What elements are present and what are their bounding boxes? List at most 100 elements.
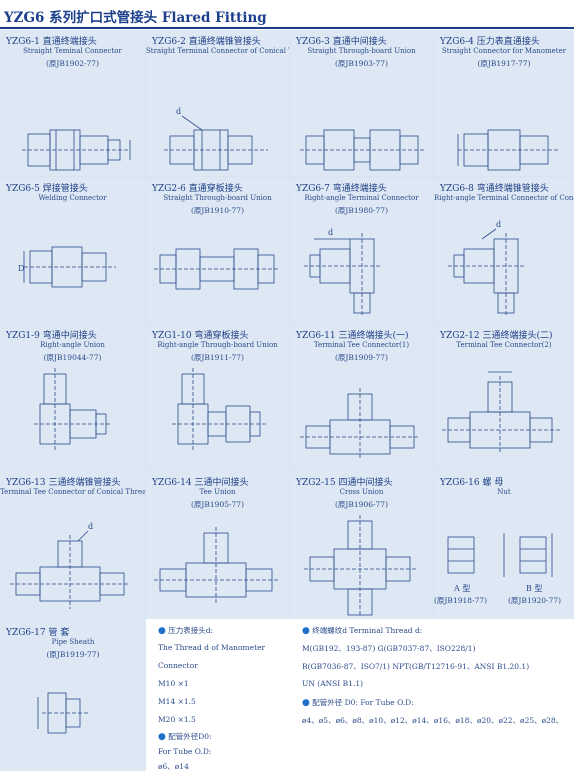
cell-yzg6-8: YZG6-8 弯通终端锥管接头 Right-angle Terminal Con… [434, 177, 574, 323]
tube-line: ø6、ø14 [158, 762, 189, 771]
cell-code: YZG6-2 直通终端锥管接头 [152, 37, 261, 47]
fitting-drawing [300, 129, 424, 171]
fitting-drawing [442, 371, 560, 454]
terminal-line: M(GB192、193-87) G(GB7037-87、ISO228/1) [302, 644, 476, 653]
manometer-thread-column: ● 压力表接头d: The Thread d of Manometer Conn… [146, 619, 290, 771]
cell-yzg2-12: YZG2-12 三通终端接头(二) Terminal Tee Connector… [434, 324, 574, 470]
cell-yzg2-6: YZG2-6 直通穿板接头 Straight Through-board Uni… [146, 177, 289, 323]
cell-english-name: Right-angle Terminal Connector [304, 194, 419, 202]
title-cn: YZG6 系列扩口式管接头 [4, 10, 158, 26]
terminal-heading: ● 终端螺纹d Terminal Thread d: [302, 626, 423, 636]
dim-d-label: d [328, 228, 333, 237]
cell-english-name: Right-angle Union [40, 341, 105, 349]
terminal-thread-column: ● 终端螺纹d Terminal Thread d: M(GB192、193-8… [290, 619, 574, 771]
fitting-drawing: D [18, 246, 116, 288]
nut-type-b-label: B 型 [526, 584, 543, 593]
cell-yzg1-10: YZG1-10 弯通穿板接头 Right-angle Through-board… [146, 324, 289, 470]
cell-yzg6-13: YZG6-13 三通终端锥管接头 Terminal Tee Connector … [0, 471, 145, 619]
tube-heading: ● 配管外径 D0: For Tube O.D: [302, 698, 414, 708]
dim-d-label: d [88, 522, 93, 531]
page-title: YZG6 系列扩口式管接头 Flared Fitting [4, 6, 267, 26]
dim-d-label: d [496, 220, 501, 229]
fitting-drawing: d [304, 228, 380, 317]
header-rule [0, 27, 574, 29]
cell-english-name: Straight Connector for Manometer [441, 47, 567, 55]
cell-english-name: Right-angle Through-board Union [157, 341, 278, 349]
cell-yzg6-16: YZG6-16 螺 母 Nut A 型 B 型 (原JB1918-77) (原J… [434, 471, 574, 619]
cell-standard: (原JB1911-77) [190, 353, 245, 362]
cell-yzg6-11: YZG6-11 三通终端接头(一) Terminal Tee Connector… [290, 324, 433, 470]
tube-heading: ● 配管外径D0: [158, 732, 212, 742]
cell-standard: (原JB19044-77) [43, 353, 102, 362]
cell-code: YZG6-4 压力表直通接头 [440, 37, 540, 47]
fitting-drawing [304, 515, 416, 617]
cell-code: YZG6-17 管 套 [6, 628, 70, 638]
bullet-icon: ● [158, 732, 166, 742]
cell-code: YZG6-8 弯通终端锥管接头 [440, 184, 549, 194]
fitting-drawing [172, 368, 266, 450]
cell-english-name: Tee Union [199, 488, 236, 496]
cell-yzg6-5: YZG6-5 焊接管接头 Welding Connector D [0, 177, 145, 323]
cell-standard: (原JB1917-77) [477, 59, 531, 68]
cell-english-name: Terminal Tee Connector of Conical Thread [0, 488, 145, 496]
manometer-line: M10 ×1 [158, 679, 189, 688]
dim-d-label: d [176, 107, 181, 116]
tube-line: ø4、ø5、ø6、ø8、ø10、ø12、ø14、ø16、ø18、ø20、ø22、… [302, 716, 564, 725]
fitting-grid: YZG6-1 直通终端接头 Straight Teminal Connector… [0, 30, 574, 619]
cell-code: YZG2-15 四通中间接头 [296, 478, 393, 488]
terminal-line: UN (ANSI B1.1) [302, 679, 364, 688]
fitting-drawing [300, 388, 420, 460]
cell-code: YZG1-10 弯通穿板接头 [152, 331, 249, 341]
cell-yzg2-15: YZG2-15 四通中间接头 Cross Union (原JB1906-77) [290, 471, 433, 619]
tube-line: For Tube O.D: [158, 747, 212, 756]
cell-yzg6-1: YZG6-1 直通终端接头 Straight Teminal Connector… [0, 30, 145, 176]
cell-code: YZG6-16 螺 母 [440, 478, 504, 488]
cell-english-name: Straight Teminal Connector [23, 47, 122, 55]
cell-english-name: Cross Union [339, 488, 384, 496]
cell-standard: (原JB1909-77) [334, 353, 389, 362]
dim-D-label: D [18, 264, 24, 273]
cell-yzg6-14: YZG6-14 三通中间接头 Tee Union (原JB1905-77) [146, 471, 289, 619]
cell-yzg6-7: YZG6-7 弯通终端接头 Right-angle Terminal Conne… [290, 177, 433, 323]
cell-yzg6-4: YZG6-4 压力表直通接头 Straight Connector for Ma… [434, 30, 574, 176]
cell-yzg1-9: YZG1-9 弯通中间接头 Right-angle Union (原JB1904… [0, 324, 145, 470]
manometer-line: The Thread d of Manometer [158, 643, 266, 652]
cell-code: YZG1-9 弯通中间接头 [6, 331, 97, 341]
cell-code: YZG2-6 直通穿板接头 [152, 184, 243, 194]
cell-code: YZG6-1 直通终端接头 [6, 37, 97, 47]
cell-standard: (原JB1980-77) [334, 206, 389, 215]
cell-english-name: Terminal Tee Connector(2) [456, 341, 552, 349]
cell-english-name: Straight Through-board Union [307, 47, 416, 55]
cell-code: YZG6-7 弯通终端接头 [296, 184, 387, 194]
fitting-drawing [447, 533, 553, 577]
cell-standard: (原JB1903-77) [334, 59, 389, 68]
cell-english-name: Pipe Sheath [51, 638, 95, 646]
bottom-section: YZG6-17 管 套 Pipe Sheath (原JB1919-77) ● 压… [0, 619, 574, 771]
manometer-heading: ● 压力表接头d: [158, 626, 214, 636]
fitting-drawing: d [10, 522, 130, 609]
fitting-drawing [154, 527, 278, 605]
cell-english-name: Nut [497, 488, 511, 496]
page-header: YZG6 系列扩口式管接头 Flared Fitting [0, 0, 574, 30]
cell-english-name: Right-angle Terminal Connector of Conica… [434, 194, 574, 202]
bullet-icon: ● [302, 698, 310, 708]
fitting-drawing [457, 129, 558, 171]
fitting-drawing [22, 129, 131, 171]
manometer-line: M20 ×1.5 [158, 715, 196, 724]
title-en: Flared Fitting [161, 10, 267, 26]
manometer-line: Connector [158, 661, 198, 670]
cell-english-name: Terminal Tee Connector(1) [313, 341, 410, 349]
cell-yzg6-2: YZG6-2 直通终端锥管接头 Straight Terminal Connec… [146, 30, 289, 176]
cell-code: YZG6-5 焊接管接头 [6, 184, 88, 194]
cell-yzg6-3: YZG6-3 直通中间接头 Straight Through-board Uni… [290, 30, 433, 176]
nut-type-a-label: A 型 [454, 584, 471, 593]
cell-code: YZG6-13 三通终端锥管接头 [6, 478, 121, 488]
cell-english-name: Welding Connector [38, 194, 107, 202]
cell-standard: (原JB1910-77) [190, 206, 245, 215]
manometer-line: M14 ×1.5 [158, 697, 196, 706]
fitting-drawing: d [164, 107, 268, 171]
cell-standard: (原JB1906-77) [334, 500, 389, 509]
cell-english-name: Straight Through-board Union [163, 194, 272, 202]
cell-yzg6-17: YZG6-17 管 套 Pipe Sheath (原JB1919-77) [0, 619, 146, 771]
cell-code: YZG6-3 直通中间接头 [296, 37, 387, 47]
